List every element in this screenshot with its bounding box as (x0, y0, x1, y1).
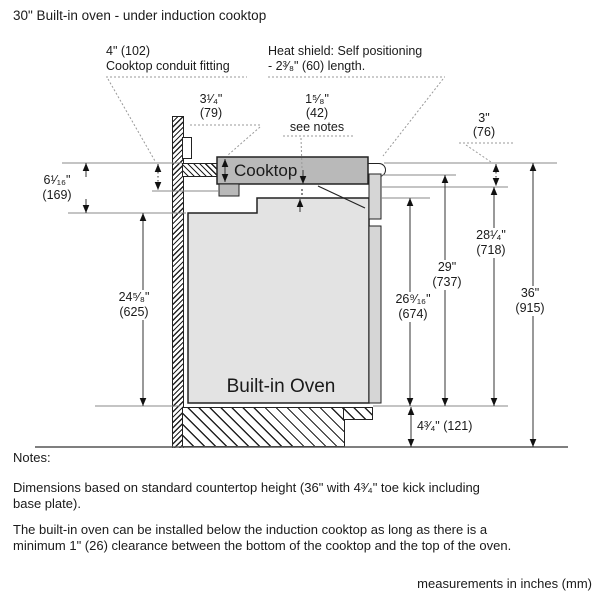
dim-value-mm: (169) (42, 188, 72, 202)
oven-body (187, 197, 370, 404)
dim-toe-kick: 4³⁄₄" (121) (415, 419, 475, 434)
dim-value-mm: (42) (305, 106, 329, 120)
dim-value-mm: (737) (432, 275, 462, 289)
dim-value-in: 3¹⁄₄" (199, 92, 223, 106)
dim-cooktop-depth: 3¹⁄₄" (79) (200, 92, 223, 120)
note-para-1: Dimensions based on standard countertop … (13, 480, 480, 511)
wall-section-hatch (172, 116, 184, 448)
dim-left-lower: 24⁵⁄₈" (625) (116, 290, 152, 320)
heat-shield-pointer (317, 185, 366, 209)
dim-countertop-height: 36" (915) (513, 286, 547, 316)
countertop-left-section (182, 163, 219, 177)
callout-heat-shield-line2: - 2³⁄₈" (60) length. (268, 59, 366, 73)
heat-shield-lower (368, 225, 382, 404)
note-para-2: The built-in oven can be installed below… (13, 522, 512, 553)
page-title: 30" Built-in oven - under induction cook… (13, 8, 267, 23)
dim-counter-bottom: 29" (737) (430, 260, 464, 290)
toe-kick-base (182, 407, 345, 447)
dim-value-in: 24⁵⁄₈" (118, 290, 150, 304)
oven-box-label: Built-in Oven (226, 376, 336, 397)
dim-left-upper: 6¹⁄₁₆" (169) (40, 173, 74, 203)
dim-value-in: 3" (478, 111, 490, 125)
dim-oven-cooktop-gap: 1⁵⁄₈" (42) see notes (290, 92, 344, 134)
notes-heading: Notes: (13, 450, 51, 465)
dim-value-in: 1⁵⁄₈" (305, 92, 329, 106)
dim-value-mm: (79) (199, 106, 223, 120)
countertop-bullnose (367, 163, 386, 177)
dim-value-mm: (718) (476, 243, 506, 257)
dim-value-in: 6¹⁄₁₆" (43, 173, 71, 187)
dim-value-in: 26⁹⁄₁₆" (395, 292, 431, 306)
dim-value-mm: (625) (119, 305, 149, 319)
callout-conduit-line2: Cooktop conduit fitting (106, 59, 230, 73)
toe-kick-step (343, 407, 373, 420)
conduit-fitting (218, 183, 240, 197)
dim-value-in: 36" (520, 286, 540, 300)
dim-value-mm: (674) (398, 307, 428, 321)
callout-heat-shield-line1: Heat shield: Self positioning (268, 44, 423, 58)
callout-heat-shield: Heat shield: Self positioning - 2³⁄₈" (6… (268, 44, 422, 74)
callout-conduit-line1: 4" (102) (106, 44, 151, 58)
dim-clearance-total: 28¹⁄₄" (718) (474, 228, 508, 258)
units-footnote: measurements in inches (mm) (417, 576, 592, 591)
dim-counter-clearance: 3" (76) (473, 111, 495, 139)
wall-cap (182, 137, 192, 159)
callout-conduit-fitting: 4" (102) Cooktop conduit fitting (106, 44, 230, 74)
dim-value-mm: (915) (515, 301, 545, 315)
dim-oven-height: 26⁹⁄₁₆" (674) (393, 292, 433, 322)
heat-shield-upper (368, 173, 382, 220)
cooktop-box-label: Cooktop (234, 161, 298, 180)
dim-value-mm: (76) (472, 125, 496, 139)
dim-value-in: 29" (437, 260, 457, 274)
dim-note: see notes (289, 120, 345, 134)
dim-value-in: 28¹⁄₄" (476, 228, 506, 242)
